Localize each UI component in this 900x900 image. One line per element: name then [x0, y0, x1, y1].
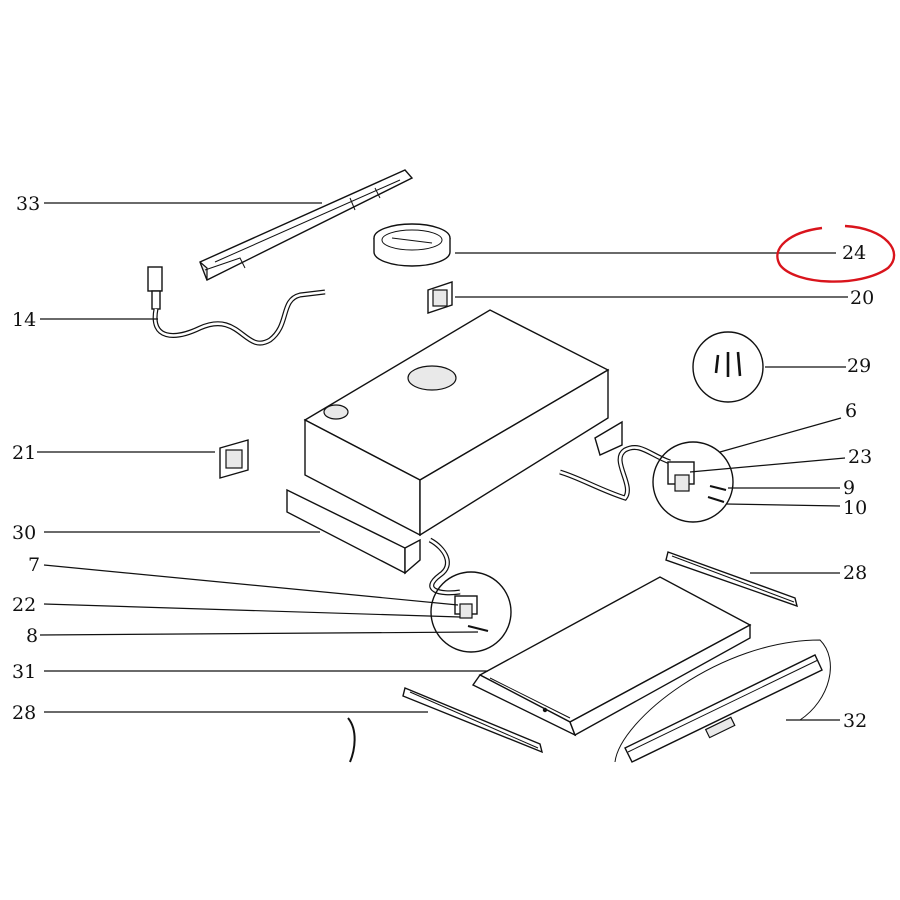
part-6-switch-assembly	[559, 441, 734, 523]
part-28-slide-rail-left	[402, 687, 544, 754]
callout-28-left: 28	[12, 702, 36, 724]
callout-31: 31	[12, 661, 36, 683]
callout-23: 23	[848, 446, 872, 468]
callout-9: 9	[843, 477, 855, 499]
callout-22: 22	[12, 594, 36, 616]
part-14-power-cord	[147, 266, 326, 346]
callout-29: 29	[847, 355, 871, 377]
callout-32: 32	[843, 710, 867, 732]
callout-6: 6	[845, 400, 857, 422]
leader-lines	[37, 202, 848, 721]
part-33-top-rail	[199, 169, 414, 281]
callout-28-right: 28	[843, 562, 867, 584]
callout-24: 24	[842, 242, 866, 264]
part-20-clip	[427, 281, 453, 314]
part-31-drawer-panel	[471, 576, 752, 737]
callout-7: 7	[28, 554, 40, 576]
part-32-front-trim	[614, 639, 831, 763]
part-7-switch-assembly	[428, 537, 512, 653]
callout-30: 30	[12, 522, 36, 544]
part-21-clip	[219, 439, 249, 479]
callout-21: 21	[12, 442, 36, 464]
highlight-circle-24	[776, 224, 896, 283]
part-29-screw-set	[692, 331, 764, 403]
wire-end	[347, 717, 356, 763]
part-30-hood-body	[286, 309, 623, 575]
callout-labels: 33 24 14 20 29 6 21 23 9 10 30 7 28 22 8…	[12, 193, 874, 732]
callout-33: 33	[16, 193, 40, 215]
callout-8: 8	[26, 625, 38, 647]
callout-10: 10	[843, 497, 867, 519]
part-28-slide-rail-right	[665, 551, 798, 608]
callout-14: 14	[12, 309, 36, 331]
callout-20: 20	[850, 287, 874, 309]
part-24-duct-collar	[373, 223, 451, 267]
